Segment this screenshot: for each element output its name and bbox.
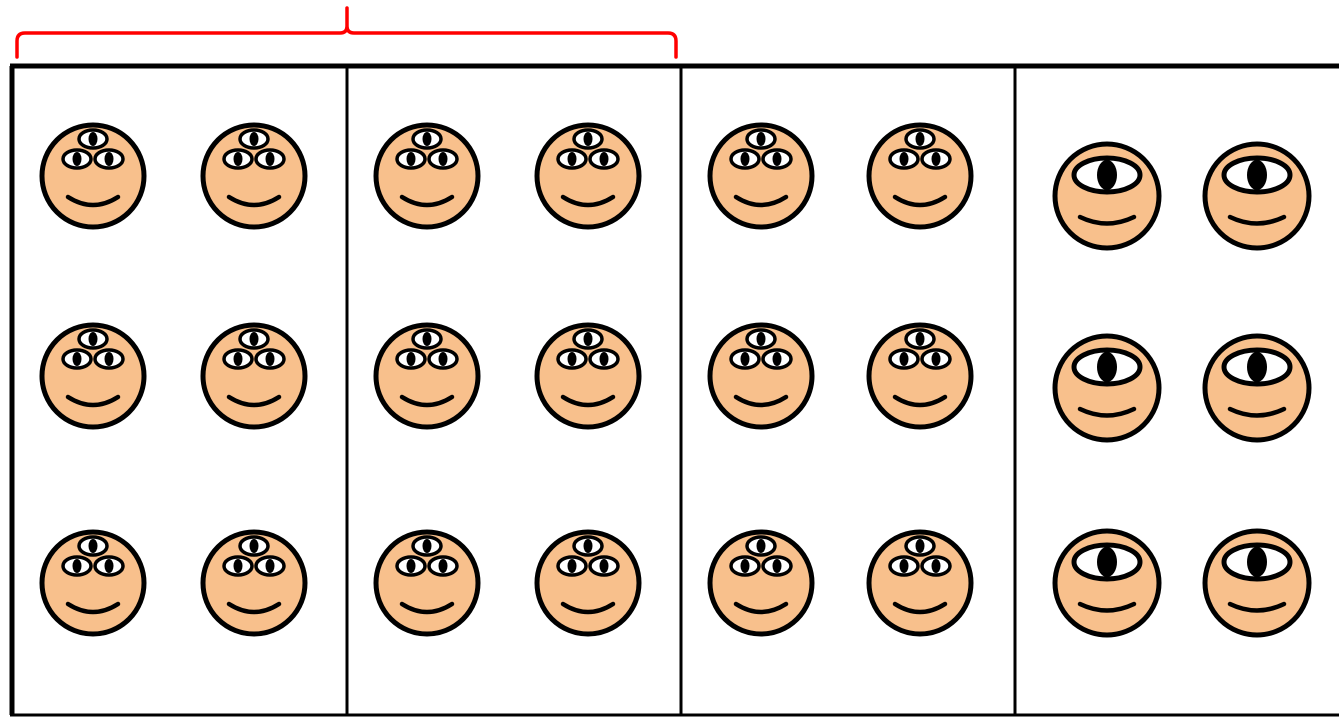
- three-eyed-smiley-face-icon: [42, 125, 144, 227]
- three-eyed-smiley-face-icon: [376, 325, 478, 427]
- three-eyed-smiley-face-icon: [869, 325, 971, 427]
- curly-brace-icon: [17, 8, 676, 57]
- one-eyed-smiley-face-icon: [1205, 144, 1309, 248]
- three-eyed-smiley-face-icon: [203, 325, 305, 427]
- panel-4: [1055, 144, 1309, 635]
- three-eyed-smiley-face-icon: [42, 325, 144, 427]
- three-eyed-smiley-face-icon: [869, 125, 971, 227]
- panel-1: [42, 125, 305, 634]
- three-eyed-smiley-face-icon: [710, 125, 812, 227]
- three-eyed-smiley-face-icon: [537, 125, 639, 227]
- three-eyed-smiley-face-icon: [869, 532, 971, 634]
- three-eyed-smiley-face-icon: [537, 532, 639, 634]
- panel-2: [376, 125, 639, 634]
- one-eyed-smiley-face-icon: [1055, 531, 1159, 635]
- one-eyed-smiley-face-icon: [1205, 336, 1309, 440]
- three-eyed-smiley-face-icon: [376, 125, 478, 227]
- three-eyed-smiley-face-icon: [203, 532, 305, 634]
- three-eyed-smiley-face-icon: [203, 125, 305, 227]
- three-eyed-smiley-face-icon: [42, 532, 144, 634]
- one-eyed-smiley-face-icon: [1055, 336, 1159, 440]
- three-eyed-smiley-face-icon: [537, 325, 639, 427]
- three-eyed-smiley-face-icon: [710, 532, 812, 634]
- panel-3: [710, 125, 971, 634]
- three-eyed-smiley-face-icon: [376, 532, 478, 634]
- three-eyed-smiley-face-icon: [710, 325, 812, 427]
- one-eyed-smiley-face-icon: [1205, 531, 1309, 635]
- faces: [42, 125, 1309, 635]
- one-eyed-smiley-face-icon: [1055, 144, 1159, 248]
- curly-brace-icon: [17, 8, 676, 57]
